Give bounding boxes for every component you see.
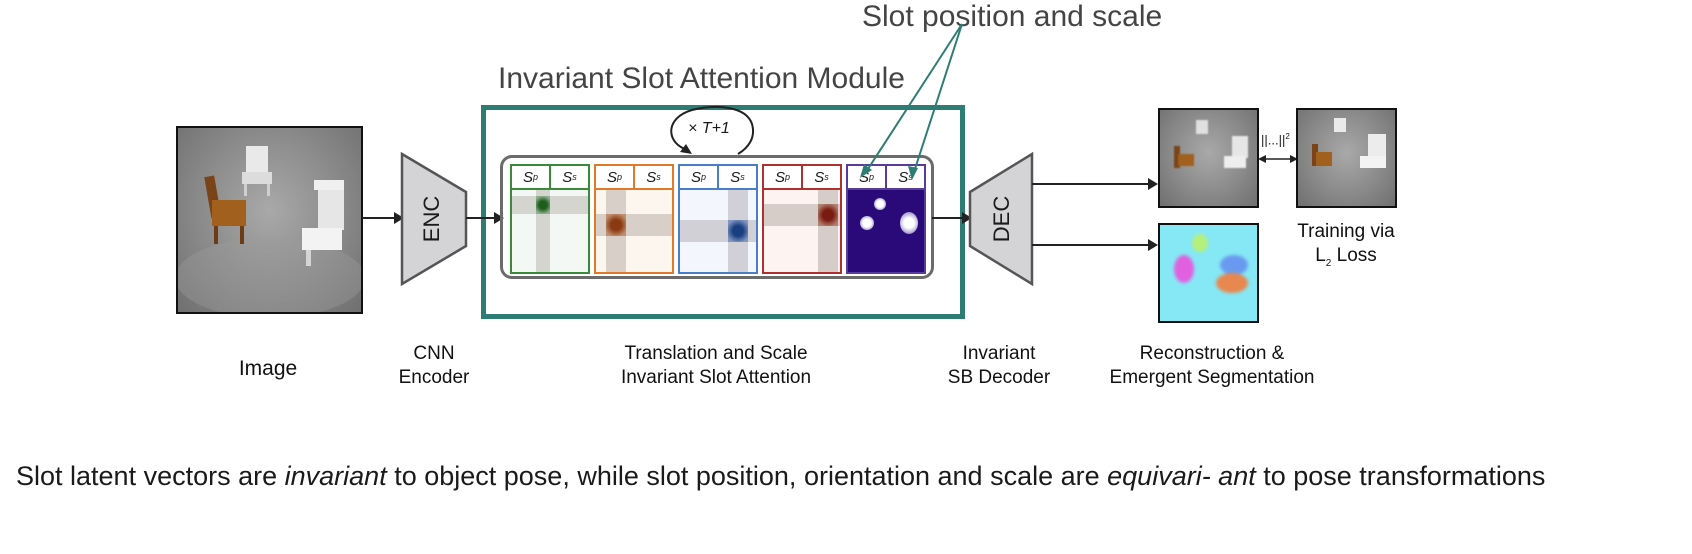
callout-arrows (860, 23, 963, 180)
enc-label: ENC (419, 195, 444, 243)
cnn-encoder-caption: CNN Encoder (398, 343, 470, 388)
decoder-block (968, 152, 1034, 286)
slot-2-attention-mask (594, 190, 674, 274)
loss-arrow (1258, 155, 1298, 163)
dec-label: DEC (989, 195, 1014, 243)
segmentation-image (1158, 223, 1259, 323)
slot-position-scale-callout: Slot position and scale (862, 0, 1163, 33)
segmentation-masks (1174, 234, 1248, 293)
chair-scene (178, 146, 361, 312)
iteration-loop (670, 105, 754, 155)
reconstruction-caption: Reconstruction & Emergent Segmentation (1109, 343, 1315, 388)
target-scene (1312, 118, 1386, 168)
arrow-dec-to-segmentation (1032, 239, 1158, 251)
figure-description: Slot latent vectors are invariant to obj… (16, 461, 1546, 491)
input-image (176, 126, 363, 314)
module-title: Invariant Slot Attention Module (498, 62, 905, 95)
arrow-dec-to-reconstruction (1032, 178, 1158, 190)
target-image (1296, 108, 1397, 208)
slot-4-attention-mask (762, 190, 842, 274)
reconstruction-scene (1174, 120, 1248, 168)
arrow-enc-to-attention (466, 212, 504, 224)
arrow-image-to-enc (362, 212, 404, 224)
slot-1-attention-mask (510, 190, 590, 274)
loss-norm-label: ||...||2 (1261, 132, 1290, 148)
loop-label: × T+1 (688, 120, 730, 137)
decoder-caption: Invariant SB Decoder (947, 343, 1051, 388)
header-fragment (380, 0, 680, 2)
arrow-attention-to-dec (932, 212, 972, 224)
slot-5-attention-mask (846, 190, 926, 274)
encoder-block (400, 152, 468, 286)
reconstruction-image (1158, 108, 1259, 208)
image-caption: Image (238, 357, 298, 380)
slot-3-attention-mask (678, 190, 758, 274)
attention-caption: Translation and Scale Invariant Slot Att… (620, 343, 812, 388)
training-caption: Training via L2 Loss (1297, 221, 1395, 269)
